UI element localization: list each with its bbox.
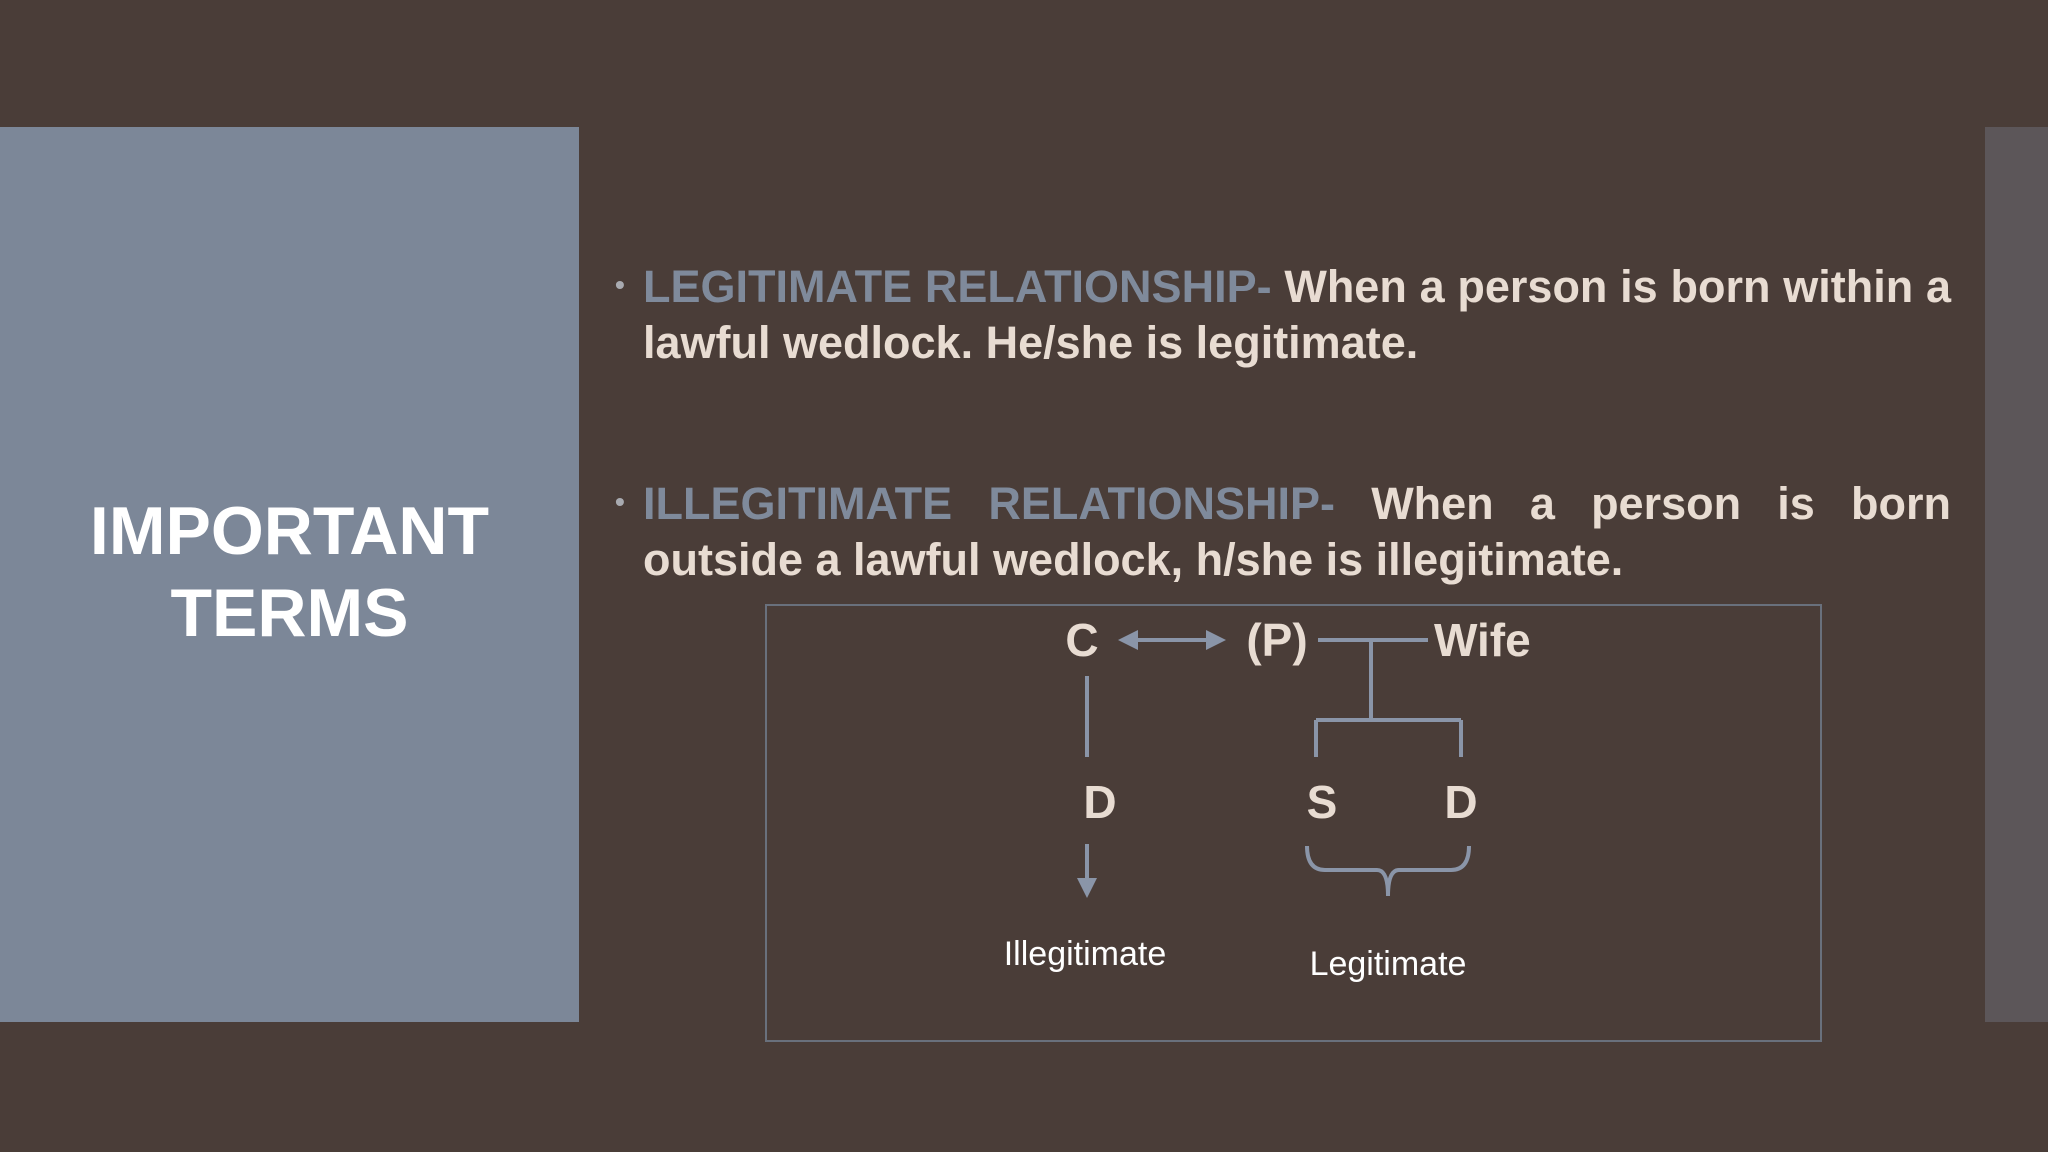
section-title-line-2: TERMS <box>170 575 409 651</box>
section-title-line-1: IMPORTANT <box>89 493 490 569</box>
bullet-dot-icon: • <box>615 486 625 517</box>
label-illegitimate: Illegitimate <box>1004 935 1167 973</box>
node-d-left: D <box>1083 776 1116 828</box>
brace-icon <box>1305 845 1471 897</box>
section-title: IMPORTANT TERMS <box>0 490 579 654</box>
node-s: S <box>1307 776 1338 828</box>
title-panel <box>0 127 579 1022</box>
right-edge-strip <box>1985 127 2048 1022</box>
family-diagram-box <box>765 604 1822 1042</box>
definition-legitimate: When a person is born within a lawful we… <box>643 261 1951 368</box>
node-c: C <box>1065 614 1098 666</box>
bullet-illegitimate: • ILLEGITIMATE RELATIONSHIP- When a pers… <box>615 476 1951 588</box>
term-illegitimate: ILLEGITIMATE RELATIONSHIP- <box>643 478 1335 529</box>
label-legitimate: Legitimate <box>1310 945 1467 983</box>
node-p: (P) <box>1246 614 1307 666</box>
node-wife: Wife <box>1434 614 1531 666</box>
bullet-legitimate: • LEGITIMATE RELATIONSHIP- When a person… <box>615 259 1951 371</box>
term-legitimate: LEGITIMATE RELATIONSHIP- <box>643 261 1272 312</box>
bullet-dot-icon: • <box>615 269 625 300</box>
definition-illegitimate: When a person is born outside a lawful w… <box>643 478 1951 585</box>
node-d-right: D <box>1444 776 1477 828</box>
